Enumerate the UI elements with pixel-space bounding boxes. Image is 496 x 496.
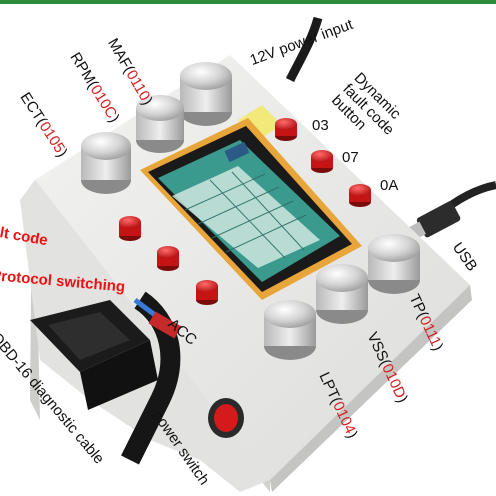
label-03: 03 xyxy=(312,117,329,134)
knob-ect xyxy=(81,132,131,194)
button-acc xyxy=(196,280,218,305)
button-07 xyxy=(311,150,333,173)
knob-lpt xyxy=(264,300,316,360)
label-07: 07 xyxy=(342,149,359,166)
button-03 xyxy=(275,118,297,141)
knob-tp xyxy=(368,234,420,294)
button-protocol xyxy=(157,246,179,271)
sticker xyxy=(238,105,282,140)
knob-rpm xyxy=(136,95,184,153)
power-cable xyxy=(285,16,323,83)
top-accent-strip xyxy=(0,0,496,4)
label-0a: 0A xyxy=(380,177,399,194)
knob-vss xyxy=(316,264,368,324)
knob-maf xyxy=(180,62,232,126)
power-switch-button xyxy=(208,398,244,438)
device-side-face xyxy=(270,285,472,492)
obd-connector xyxy=(30,291,182,465)
button-0a xyxy=(349,184,371,207)
button-clear-fault xyxy=(119,216,141,241)
